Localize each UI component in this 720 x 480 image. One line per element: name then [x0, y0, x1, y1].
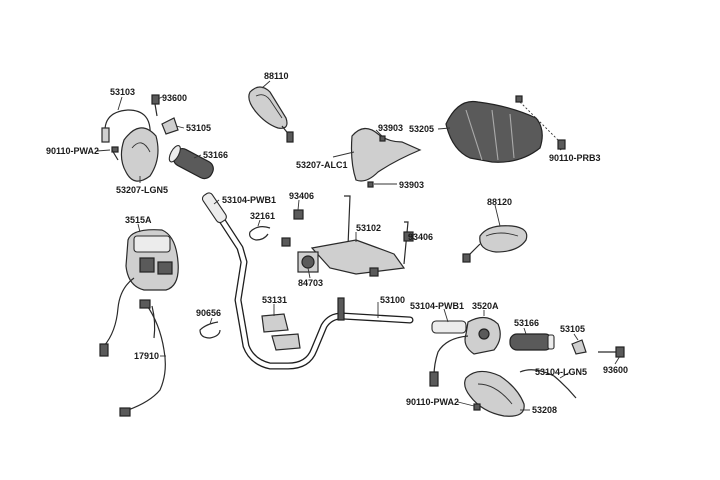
visor-inner-panel — [350, 127, 422, 182]
label-93903-a: 93903 — [378, 123, 403, 133]
label-90110-pwa2-bottom: 90110-PWA2 — [406, 397, 459, 407]
wiring-harness-17910 — [119, 299, 166, 417]
cable-53103 — [104, 109, 151, 141]
label-3520a: 3520A — [472, 301, 499, 311]
bolt-93406-a — [293, 209, 304, 220]
label-3515a: 3515A — [125, 215, 152, 225]
label-88120: 88120 — [487, 197, 512, 207]
screw-93903-b — [367, 181, 374, 188]
cable-end — [101, 127, 110, 143]
grip-sleeve-right — [431, 320, 467, 334]
label-53100: 53100 — [380, 295, 405, 305]
label-88110: 88110 — [264, 71, 289, 81]
bolt-93406-b — [403, 231, 414, 242]
label-32161: 32161 — [250, 211, 275, 221]
label-53103: 53103 — [110, 87, 135, 97]
label-53131: 53131 — [262, 295, 287, 305]
label-90656: 90656 — [196, 308, 221, 318]
label-53166-bottom: 53166 — [514, 318, 539, 328]
label-53207-lgn5: 53207-LGN5 — [116, 185, 168, 195]
screw-90110-pwa2-bottom — [473, 403, 481, 411]
label-90110-prb3: 90110-PRB3 — [549, 153, 601, 163]
grip-left — [168, 145, 214, 180]
cable-53104-lgn5 — [519, 369, 577, 399]
bar-end-weight-top — [161, 117, 179, 135]
bolt-bracket-small — [281, 237, 379, 277]
bolt-93600-bottom — [598, 346, 625, 358]
left-handlebar-switch — [99, 229, 179, 357]
mirror-left — [248, 86, 294, 143]
label-84703: 84703 — [298, 278, 323, 288]
hand-guard-left — [120, 127, 159, 182]
label-53104-pwb1-bottom: 53104-PWB1 — [410, 301, 464, 311]
bracket-53102 — [297, 195, 409, 275]
label-93903-b: 93903 — [399, 180, 424, 190]
label-53205: 53205 — [409, 124, 434, 134]
handlebar-holder — [261, 313, 301, 351]
mirror-right — [462, 225, 528, 263]
grip-right — [509, 333, 555, 351]
label-93600-bottom: 93600 — [603, 365, 628, 375]
clip-32161 — [249, 226, 271, 241]
screw-93903-a — [379, 135, 386, 142]
label-53166-top: 53166 — [203, 150, 228, 160]
label-53102: 53102 — [356, 223, 381, 233]
label-53104-pwb1-top: 53104-PWB1 — [222, 195, 276, 205]
label-53208: 53208 — [532, 405, 557, 415]
label-53104-lgn5: 53104-LGN5 — [535, 367, 587, 377]
grip-sleeve-left — [201, 192, 227, 224]
right-handlebar-switch — [429, 316, 501, 387]
label-90110-pwa2-top: 90110-PWA2 — [46, 146, 99, 156]
screw-90110-pwa2-top — [111, 146, 119, 161]
label-93600-top: 93600 — [162, 93, 187, 103]
label-53105-bottom: 53105 — [560, 324, 585, 334]
label-17910: 17910 — [134, 351, 159, 361]
bolt-93600-top — [151, 94, 160, 117]
label-93406-a: 93406 — [289, 191, 314, 201]
bar-end-weight-bottom — [571, 339, 587, 355]
part-labels: 53103 93600 53105 90110-PWA2 53166 53207… — [46, 71, 628, 415]
handlebar-pipe — [208, 201, 414, 370]
pipe-peg — [337, 297, 345, 321]
label-53105-top: 53105 — [186, 123, 211, 133]
label-93406-b: 93406 — [408, 232, 433, 242]
label-53207-alc1: 53207-ALC1 — [296, 160, 348, 170]
headlight-cowl — [445, 100, 543, 163]
clip-90656 — [199, 321, 221, 339]
leader-lines — [96, 80, 621, 411]
